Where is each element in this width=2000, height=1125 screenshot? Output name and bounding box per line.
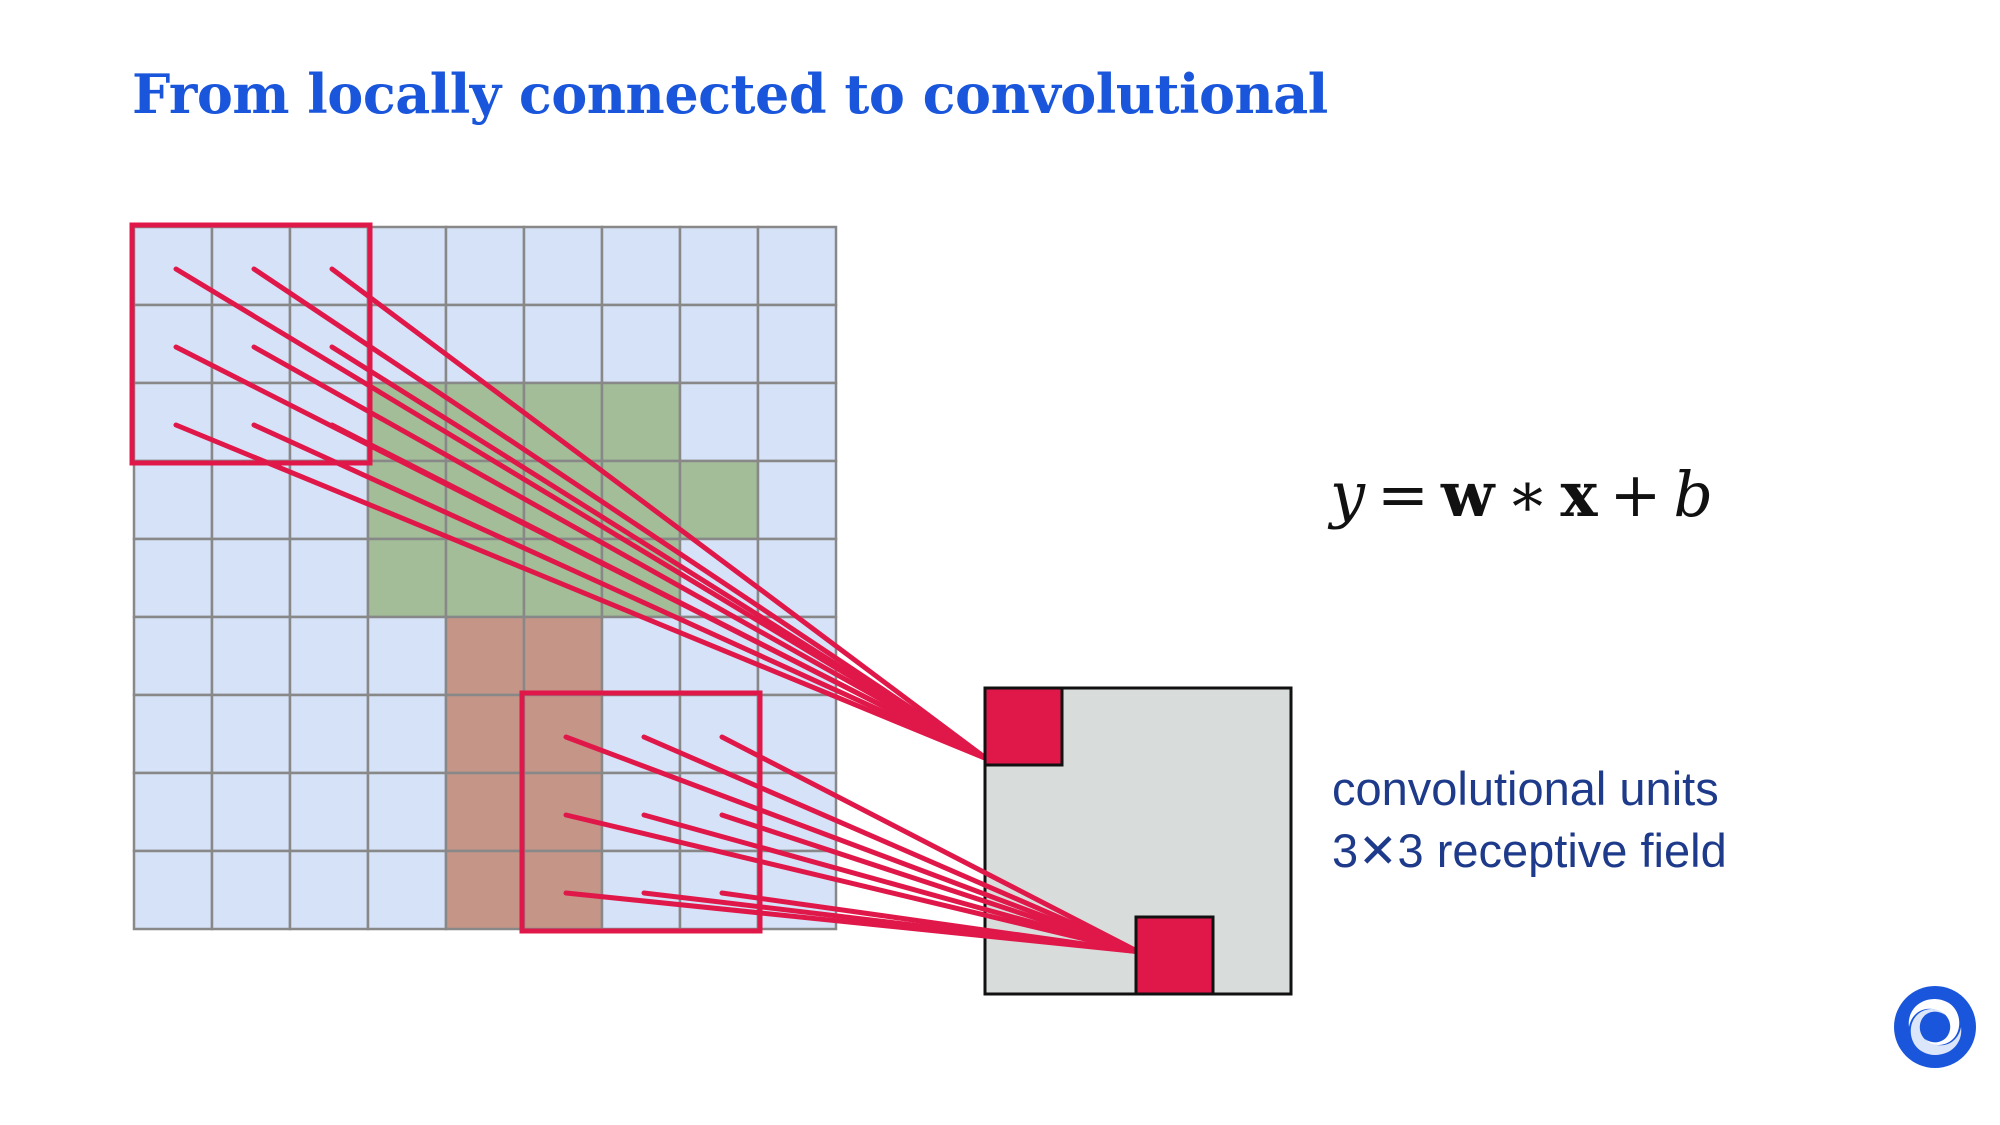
connection-line	[563, 734, 1141, 955]
receptive-field-frames	[129, 222, 763, 934]
grid-cell	[132, 537, 214, 619]
receptive-field-frame	[129, 222, 373, 466]
connection-line	[251, 344, 990, 762]
connection-line	[251, 422, 990, 762]
grid-cell	[522, 615, 604, 697]
grid-cell	[756, 225, 838, 307]
grid-cell	[366, 771, 448, 853]
grid-cell	[288, 537, 370, 619]
equation-b: b	[1673, 458, 1714, 531]
grid-cell	[288, 615, 370, 697]
equation-y: y	[1330, 458, 1366, 531]
grid-cell	[288, 693, 370, 775]
grid-cell	[366, 693, 448, 775]
grid-cell	[522, 303, 604, 385]
connection-line	[641, 734, 1141, 955]
connection-line	[719, 812, 1141, 955]
connection-line	[329, 266, 990, 762]
grid-cell	[678, 381, 760, 463]
equation: y=w∗x+b	[1330, 455, 1713, 535]
grid-cell	[210, 459, 292, 541]
caption: convolutional units 3✕3 receptive field	[1332, 758, 1727, 882]
grid-cell	[444, 849, 526, 931]
grid-cell	[444, 303, 526, 385]
connection-line	[329, 422, 990, 762]
connection-line	[719, 890, 1141, 955]
grid-cell	[210, 615, 292, 697]
grid-cell	[756, 537, 838, 619]
output-unit	[1134, 915, 1215, 996]
connection-line	[719, 734, 1141, 955]
grid-cell	[366, 459, 448, 541]
grid-cell	[288, 849, 370, 931]
grid-cell	[210, 693, 292, 775]
grid-cell	[132, 849, 214, 931]
connection-line	[251, 266, 990, 762]
grid-cell	[132, 693, 214, 775]
grid-cell	[678, 459, 760, 541]
grid-cell	[366, 537, 448, 619]
grid-cell	[600, 615, 682, 697]
grid-cell	[366, 849, 448, 931]
grid-cell	[756, 303, 838, 385]
grid-cell	[132, 225, 214, 307]
connection-lines	[173, 266, 1141, 955]
connection-line	[173, 422, 990, 762]
grid-cell	[132, 459, 214, 541]
slide-title: From locally connected to convolutional	[132, 62, 1328, 126]
output-unit	[983, 686, 1064, 767]
grid-cell	[444, 615, 526, 697]
grid-cell	[210, 225, 292, 307]
connection-line	[329, 344, 990, 762]
grid-cell	[444, 771, 526, 853]
grid-cell	[210, 381, 292, 463]
grid-cell	[600, 693, 682, 775]
connection-line	[563, 812, 1141, 955]
grid-cell	[288, 771, 370, 853]
grid-cell	[756, 459, 838, 541]
grid-cell	[210, 849, 292, 931]
grid-cell	[522, 225, 604, 307]
grid-cell	[210, 537, 292, 619]
grid-cell	[522, 693, 604, 775]
connection-line	[641, 812, 1141, 955]
grid-cell	[600, 849, 682, 931]
grid-cell	[678, 693, 760, 775]
deepmind-logo-icon	[1894, 986, 1976, 1068]
grid-cell	[678, 303, 760, 385]
grid-cell	[132, 771, 214, 853]
grid-cell	[132, 381, 214, 463]
grid-cell	[678, 615, 760, 697]
grid-cell	[600, 381, 682, 463]
grid-cell	[366, 225, 448, 307]
input-grid	[132, 225, 838, 931]
grid-cell	[444, 225, 526, 307]
grid-cell	[366, 615, 448, 697]
equation-equals: =	[1377, 458, 1429, 531]
grid-cell	[288, 225, 370, 307]
equation-conv: ∗	[1506, 458, 1549, 531]
grid-cell	[600, 225, 682, 307]
grid-cell	[678, 849, 760, 931]
receptive-field-frame	[519, 690, 763, 934]
grid-cell	[756, 381, 838, 463]
grid-cell	[132, 615, 214, 697]
equation-plus: +	[1609, 458, 1662, 531]
connection-line	[173, 266, 990, 762]
grid-cell	[678, 225, 760, 307]
grid-cell	[522, 771, 604, 853]
grid-cell	[444, 693, 526, 775]
grid-cell	[210, 771, 292, 853]
equation-w: w	[1440, 458, 1495, 531]
caption-line-1: convolutional units	[1332, 762, 1719, 815]
output-units	[983, 686, 1215, 996]
equation-x: x	[1560, 458, 1598, 531]
grid-cell	[522, 849, 604, 931]
grid-cell	[132, 303, 214, 385]
caption-line-2: 3✕3 receptive field	[1332, 824, 1727, 877]
grid-cell	[600, 303, 682, 385]
